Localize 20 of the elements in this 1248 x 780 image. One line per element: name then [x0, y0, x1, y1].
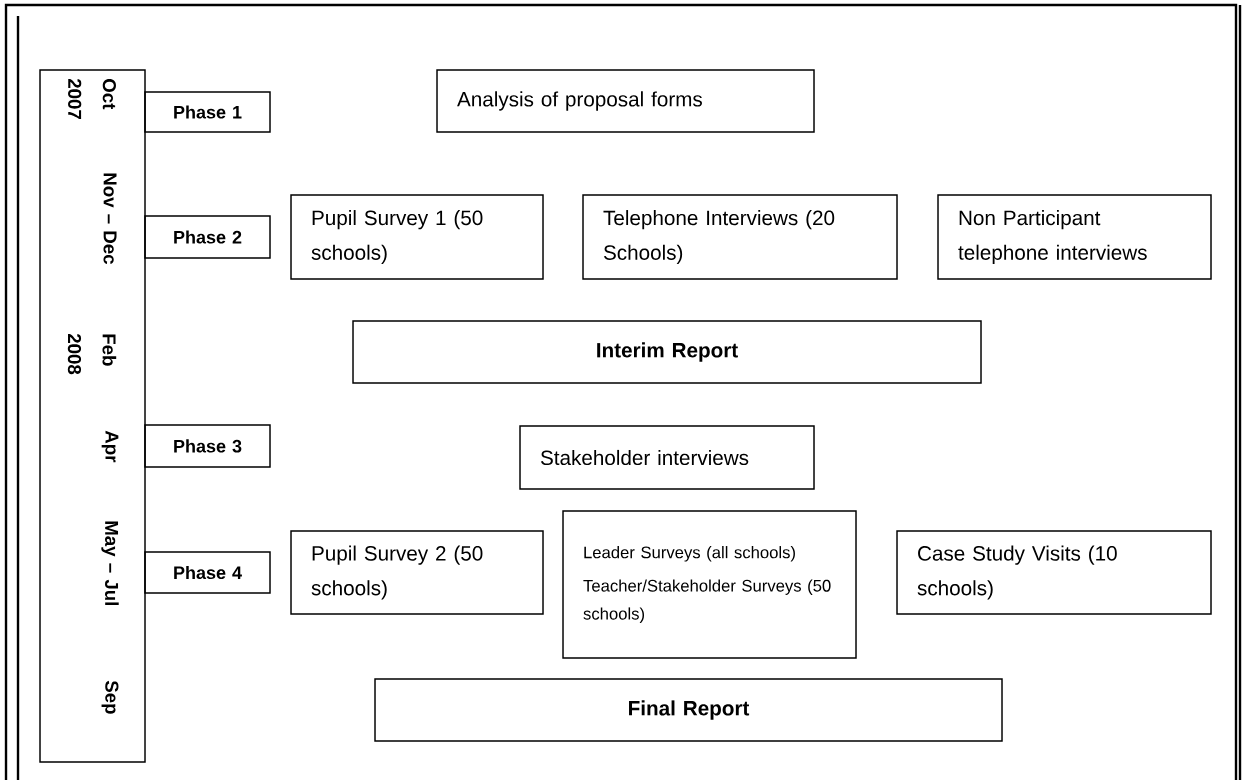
phase-box: Phase 2 — [144, 215, 271, 259]
activity-box: Telephone Interviews (20 Schools) — [582, 194, 898, 280]
report-box: Interim Report — [352, 320, 982, 384]
activity-box: Case Study Visits (10 schools) — [896, 530, 1212, 615]
activity-box: Analysis of proposal forms — [436, 69, 815, 133]
month-label: May – Jul — [101, 521, 119, 606]
phase-box: Phase 1 — [144, 91, 271, 133]
report-box: Final Report — [374, 678, 1003, 742]
month-label: Feb 2008 — [67, 333, 117, 375]
activity-box: Leader Surveys (all schools) Teacher/Stakeholder Surveys (50 schools) — [562, 510, 857, 659]
activity-box: Pupil Survey 1 (50 schools) — [290, 194, 544, 280]
activity-box: Pupil Survey 2 (50 schools) — [290, 530, 544, 615]
month-label: Oct 2007 — [68, 78, 116, 119]
month-label: Apr — [101, 430, 119, 463]
month-label: Nov – Dec — [103, 173, 117, 264]
phase-box: Phase 3 — [144, 424, 271, 468]
month-label: Sep — [101, 680, 119, 714]
phase-box: Phase 4 — [144, 551, 271, 594]
activity-box: Non Participant telephone interviews — [937, 194, 1212, 280]
activity-box: Stakeholder interviews — [519, 425, 815, 490]
